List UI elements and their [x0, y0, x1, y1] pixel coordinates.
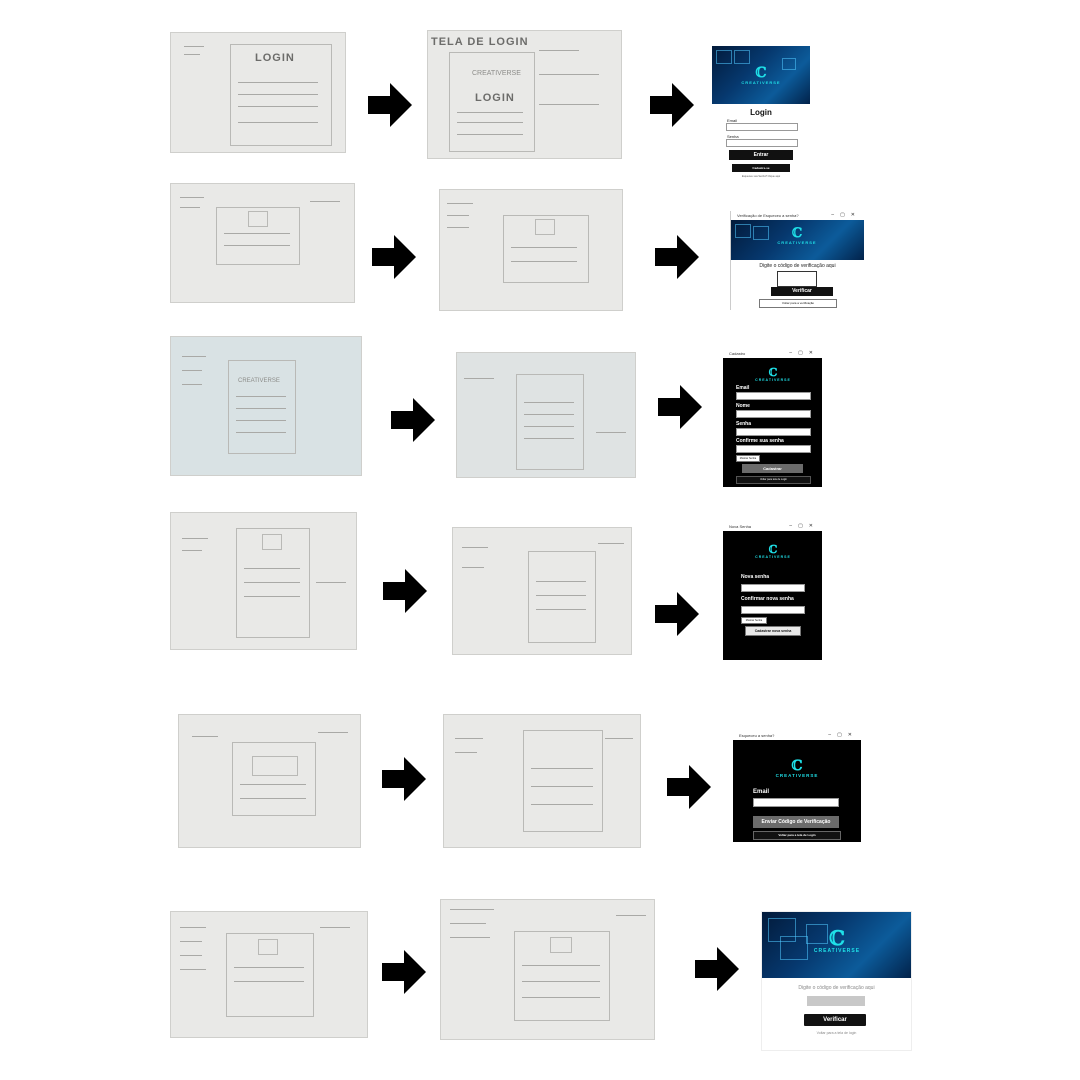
sketch-forgot-draft-2: [443, 714, 641, 848]
arrow-right-icon: [655, 235, 699, 279]
confirm-new-password-label: Confirmar nova senha: [741, 596, 794, 602]
verify-prompt: Digite o código de verificação aqui: [759, 263, 836, 269]
enter-button[interactable]: Entrar: [729, 150, 793, 160]
arrow-right-icon: [695, 947, 739, 991]
verification-code-field[interactable]: [807, 996, 865, 1006]
register-window: Cadastro –▢✕ ℂ CREATIVERSE Email Nome Sen…: [723, 349, 822, 487]
arrow-right-icon: [391, 398, 435, 442]
window-controls[interactable]: –▢✕: [831, 212, 861, 218]
login-window: ℂ CREATIVERSE Login Email Senha Entrar C…: [712, 40, 810, 182]
arrow-right-icon: [372, 235, 416, 279]
password-label: Senha: [727, 134, 739, 139]
email-label: Email: [753, 789, 770, 795]
email-label: Email: [736, 385, 750, 391]
window-titlebar: Cadastro –▢✕: [723, 349, 822, 358]
arrow-right-icon: [655, 592, 699, 636]
show-password-toggle[interactable]: Mostrar Senha: [736, 455, 760, 462]
register-button[interactable]: Cadastre-se: [732, 164, 790, 172]
sketch-brand: CREATIVERSE: [472, 70, 521, 77]
verify-web-banner: [762, 912, 911, 978]
confirm-password-label: Confirme sua senha: [736, 438, 784, 444]
creativerse-logo: ℂ CREATIVERSE: [775, 758, 819, 778]
verify-button[interactable]: Verificar: [771, 287, 833, 296]
name-label: Nome: [736, 403, 750, 409]
window-title: Esqueceu a senha?: [739, 733, 775, 738]
sketch-verifyweb-draft-2: [440, 899, 655, 1040]
sketch-forgot-draft-1: [178, 714, 361, 848]
confirm-password-field[interactable]: [736, 445, 811, 453]
register-button[interactable]: Cadastrar: [742, 464, 803, 473]
sketch-register-draft-2: [456, 352, 636, 478]
window-titlebar: Esqueceu a senha? –▢✕: [733, 731, 861, 740]
back-to-verify-button[interactable]: Voltar para a verificação: [759, 299, 837, 308]
back-to-login-link[interactable]: Voltar para tela de Login: [736, 476, 811, 484]
password-label: Senha: [736, 421, 752, 427]
creativerse-logo: ℂ CREATIVERSE: [813, 926, 861, 954]
login-heading: Login: [750, 108, 772, 117]
email-field[interactable]: [736, 392, 811, 400]
sketch-verify-draft-1: [170, 183, 355, 303]
sketch-title: LOGIN: [255, 52, 295, 64]
back-to-login-button[interactable]: Voltar para a tela de Login: [753, 831, 841, 840]
email-label: Email: [727, 118, 738, 123]
send-code-button[interactable]: Enviar Código de Verificação: [753, 816, 839, 828]
sketch-register-draft-1: CREATIVERSE: [170, 336, 362, 476]
show-password-toggle[interactable]: Mostrar Senha: [741, 617, 767, 624]
back-to-login-link[interactable]: Voltar para a tela de login: [816, 1031, 857, 1035]
password-field[interactable]: [726, 139, 798, 147]
verification-code-field[interactable]: [777, 271, 817, 287]
new-password-label: Nova senha: [741, 574, 770, 580]
arrow-right-icon: [382, 950, 426, 994]
window-controls[interactable]: –▢✕: [828, 732, 858, 738]
email-field[interactable]: [753, 798, 839, 807]
forgot-password-link[interactable]: Esqueceu sua Senha? Clique aqui: [741, 175, 781, 178]
sketch-brand: CREATIVERSE: [238, 378, 280, 384]
sketch-title: TELA DE LOGIN: [431, 36, 529, 48]
verify-window: Verificação de Esqueceu a senha? –▢✕ ℂ CR…: [730, 211, 864, 310]
submit-new-password-button[interactable]: Cadastrar nova senha: [745, 626, 801, 636]
creativerse-logo: ℂ CREATIVERSE: [777, 226, 817, 245]
sketch-login-draft-1: LOGIN: [170, 32, 346, 153]
arrow-right-icon: [650, 83, 694, 127]
new-password-window: Nova Senha –▢✕ ℂ CREATIVERSE Nova senha C…: [723, 522, 822, 660]
window-titlebar: Verificação de Esqueceu a senha? –▢✕: [731, 211, 864, 220]
window-title: Cadastro: [729, 351, 746, 356]
new-password-field[interactable]: [741, 584, 805, 592]
window-title: Verificação de Esqueceu a senha?: [737, 213, 799, 218]
creativerse-logo: ℂ CREATIVERSE: [741, 65, 781, 85]
verify-banner: [731, 220, 864, 260]
arrow-right-icon: [383, 569, 427, 613]
window-title: Nova Senha: [729, 524, 752, 529]
arrow-right-icon: [382, 757, 426, 801]
sketch-subtitle: LOGIN: [475, 92, 515, 104]
verify-button[interactable]: Verificar: [804, 1014, 866, 1026]
sketch-newpass-draft-2: [452, 527, 632, 655]
sketch-newpass-draft-1: [170, 512, 357, 650]
verify-web-window: ℂ CREATIVERSE Digite o código de verific…: [761, 911, 912, 1051]
arrow-right-icon: [667, 765, 711, 809]
sketch-verifyweb-draft-1: [170, 911, 368, 1038]
sketch-verify-draft-2: [439, 189, 623, 311]
window-controls[interactable]: –▢✕: [789, 523, 819, 529]
confirm-new-password-field[interactable]: [741, 606, 805, 614]
email-field[interactable]: [726, 123, 798, 131]
sketch-login-draft-2: TELA DE LOGIN CREATIVERSE LOGIN: [427, 30, 622, 159]
login-banner: [712, 46, 810, 104]
window-titlebar: Nova Senha –▢✕: [723, 522, 822, 531]
creativerse-logo: ℂ CREATIVERSE: [755, 543, 791, 559]
password-field[interactable]: [736, 428, 811, 436]
forgot-password-window: Esqueceu a senha? –▢✕ ℂ CREATIVERSE Email…: [733, 731, 861, 842]
window-controls[interactable]: –▢✕: [789, 350, 819, 356]
verify-prompt: Digite o código de verificação aqui: [798, 985, 875, 991]
arrow-right-icon: [368, 83, 412, 127]
name-field[interactable]: [736, 410, 811, 418]
creativerse-logo: ℂ CREATIVERSE: [755, 366, 791, 382]
arrow-right-icon: [658, 385, 702, 429]
